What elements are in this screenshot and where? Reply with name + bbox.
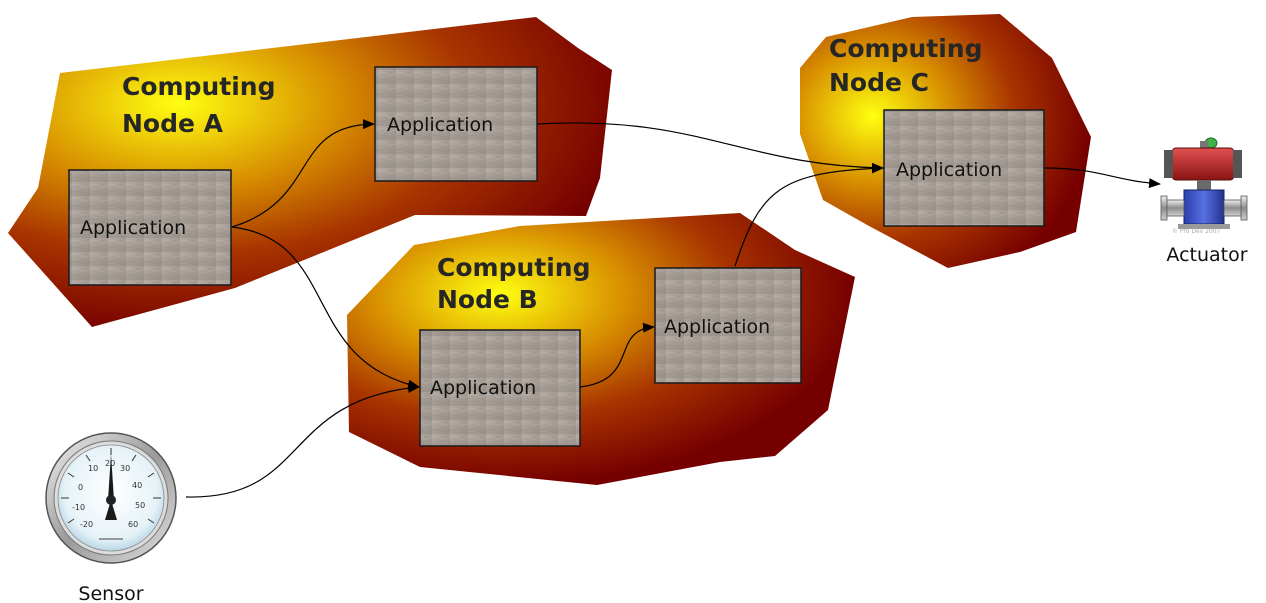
gauge-label-30: 30 [120,464,130,473]
application-b1[interactable]: Application [419,329,581,447]
application-c1[interactable]: Application [883,109,1045,227]
wire-app-b1-to-app-b2 [579,322,655,388]
gauge-label-60: 60 [128,520,138,529]
node-c-title-line1: Computing [829,34,982,63]
application-a2[interactable]: Application [374,66,538,182]
application-a2-label: Application [387,114,493,136]
wire-sensor-to-app-b1 [185,383,420,498]
gauge-label-minus-20: -20 [80,520,93,529]
gauge-label-0: 0 [78,483,83,492]
application-b1-label: Application [430,377,536,399]
actuator-watermark: © Pro Dev 2007 [1172,228,1221,235]
node-b-title-line1: Computing [437,253,590,282]
application-box [883,109,1045,227]
application-box [419,329,581,447]
gauge-label-40: 40 [132,481,142,490]
application-b2-label: Application [664,316,770,338]
application-a1[interactable]: Application [68,169,232,286]
connections [185,119,1161,498]
application-box [68,169,232,286]
node-a-title-line2: Node A [122,109,224,138]
actuator[interactable]: © Pro Dev 2007 Actuator [1160,137,1248,266]
node-b-title-line2: Node B [437,285,538,314]
wire-app-c1-to-actuator [1043,167,1161,189]
sensor[interactable]: 20 10 30 40 50 60 0 -10 -20 Sensor [45,432,177,603]
actuator-label: Actuator [1166,244,1247,266]
node-a-title-line1: Computing [122,72,275,101]
gauge-label-minus-10: -10 [72,503,85,512]
wire-app-a1-to-app-b1 [231,226,420,390]
wire-app-a2-to-app-c1 [536,122,884,173]
application-box [374,66,538,182]
application-a1-label: Application [80,217,186,239]
gauge-label-50: 50 [135,501,145,510]
application-box [654,267,802,384]
wire-app-a1-to-app-a2 [231,119,375,228]
gauge-label-20: 20 [105,459,115,468]
valve-actuator-icon: © Pro Dev 2007 [1160,137,1248,235]
wire-app-b2-to-app-c1 [734,163,884,267]
application-c1-label: Application [896,159,1002,181]
gauge-label-10: 10 [88,464,98,473]
node-c-title-line2: Node C [829,68,929,97]
application-b2[interactable]: Application [654,267,802,384]
thermometer-gauge-icon: 20 10 30 40 50 60 0 -10 -20 [45,432,177,564]
sensor-label: Sensor [78,583,143,603]
